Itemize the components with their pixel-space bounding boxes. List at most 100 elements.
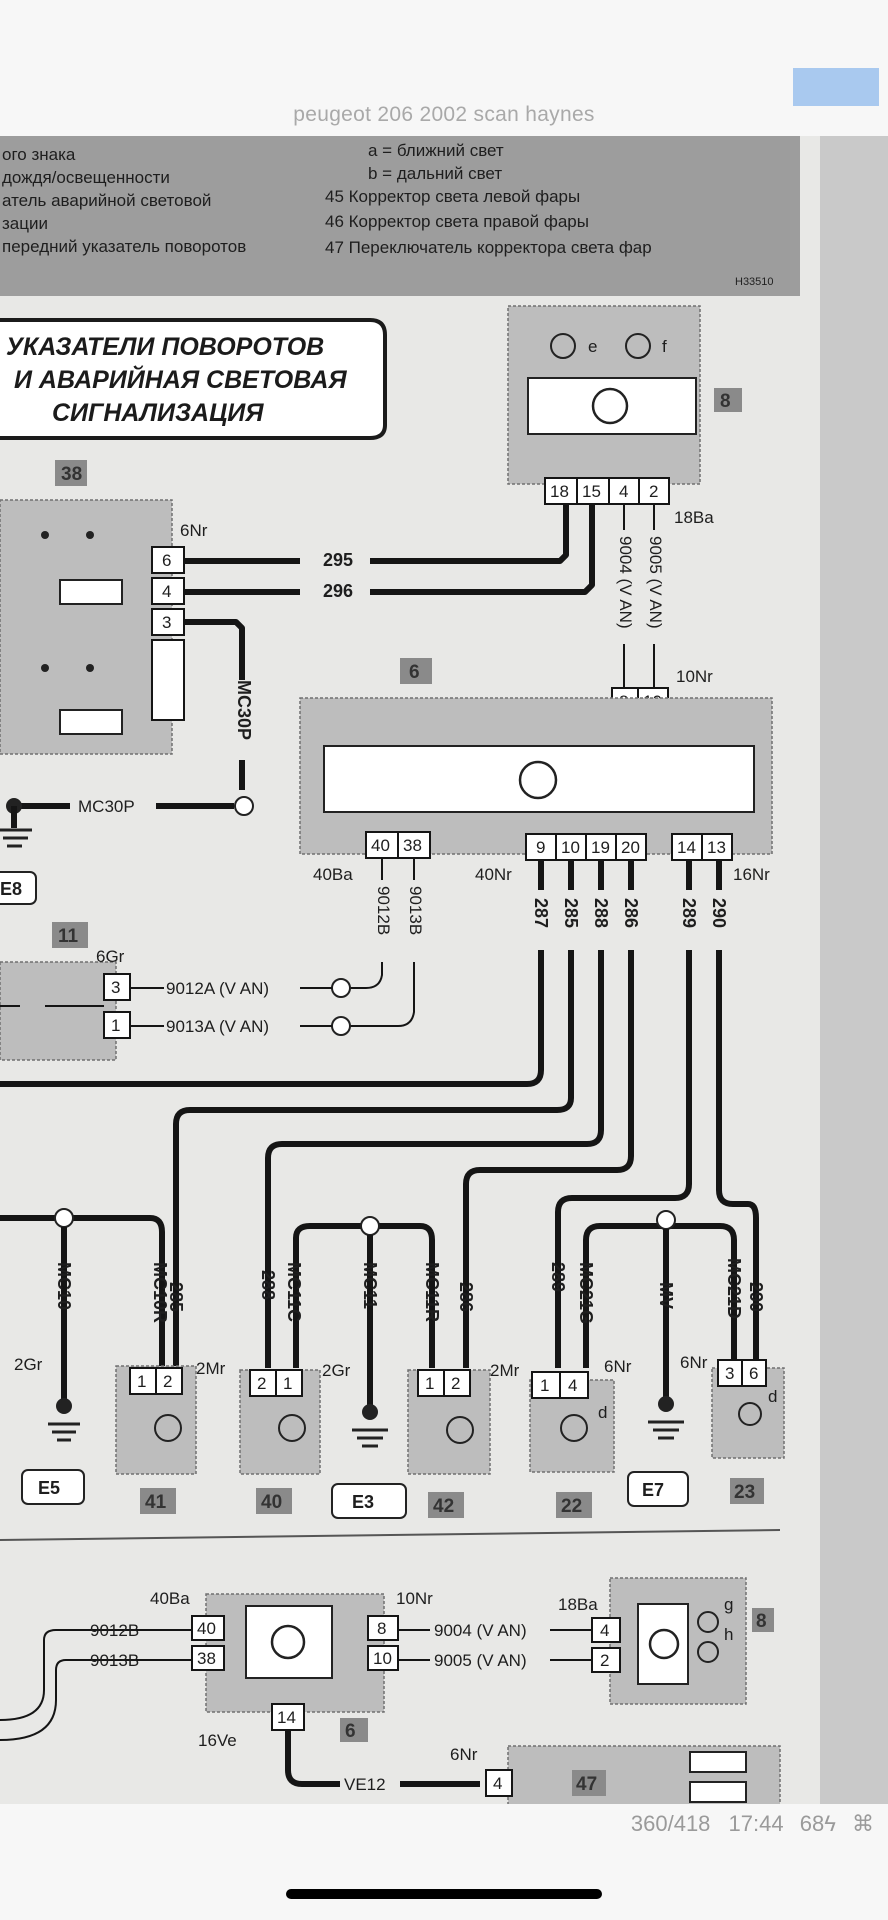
svg-text:2Gr: 2Gr (14, 1355, 43, 1374)
ground-e5-label: E5 (38, 1478, 60, 1498)
svg-text:20: 20 (621, 838, 640, 857)
status-line: 360/418 17:44 68ϟ ⌘ (631, 1811, 874, 1837)
svg-text:285: 285 (166, 1282, 186, 1312)
bulb-e-icon (550, 333, 576, 359)
svg-text:9013B: 9013B (406, 886, 425, 935)
svg-text:8: 8 (756, 1611, 767, 1632)
component-42-label: 42 (433, 1496, 454, 1517)
legend-right-4: 46 Корректор света правой фары (325, 212, 589, 231)
svg-text:38: 38 (403, 836, 422, 855)
lamp-icon-4 (560, 1414, 588, 1442)
svg-text:4: 4 (162, 582, 171, 601)
component-11-label: 11 (58, 926, 79, 947)
svg-text:2Mr: 2Mr (490, 1361, 520, 1380)
svg-text:40Ba: 40Ba (150, 1589, 190, 1608)
svg-text:18Ba: 18Ba (674, 508, 714, 527)
diagram-title-3: СИГНАЛИЗАЦИЯ (52, 399, 264, 427)
component-8-label: 8 (720, 391, 731, 412)
svg-text:288: 288 (591, 898, 611, 928)
svg-text:6Nr: 6Nr (180, 521, 208, 540)
svg-text:40: 40 (197, 1619, 216, 1638)
component-41-label: 41 (145, 1492, 167, 1513)
svg-text:285: 285 (561, 898, 581, 928)
charging-icon: ϟ (824, 1811, 836, 1836)
diagram-title-box (0, 318, 387, 440)
legend-panel (0, 136, 800, 296)
svg-text:MC11C: MC11C (284, 1262, 304, 1322)
svg-text:290: 290 (746, 1282, 766, 1312)
svg-text:288: 288 (258, 1270, 278, 1300)
svg-text:6Nr: 6Nr (604, 1357, 632, 1376)
svg-text:4: 4 (619, 482, 628, 501)
svg-text:2: 2 (163, 1372, 172, 1391)
svg-text:g: g (724, 1595, 733, 1614)
svg-text:14: 14 (277, 1708, 296, 1727)
svg-text:MV: MV (656, 1282, 676, 1309)
lamp-icon (154, 1414, 182, 1442)
svg-text:13: 13 (707, 838, 726, 857)
svg-text:15: 15 (582, 482, 601, 501)
svg-text:h: h (724, 1625, 733, 1644)
svg-text:3: 3 (111, 978, 120, 997)
diagram-title-1: УКАЗАТЕЛИ ПОВОРОТОВ (6, 333, 324, 361)
schematic-photo: ого знака дождя/освещенности атель авари… (0, 136, 888, 1804)
svg-text:1: 1 (540, 1376, 549, 1395)
svg-text:MC30P: MC30P (78, 797, 135, 816)
svg-text:6Nr: 6Nr (450, 1745, 478, 1764)
svg-text:47: 47 (576, 1774, 597, 1795)
legend-right-3: 45 Корректор света левой фары (325, 187, 580, 206)
svg-text:16Nr: 16Nr (733, 865, 770, 884)
diagram-title-2: И АВАРИЙНАЯ СВЕТОВАЯ (14, 364, 347, 394)
svg-text:40: 40 (371, 836, 390, 855)
svg-text:2: 2 (257, 1374, 266, 1393)
legend-right-2: b = дальний свет (368, 164, 502, 183)
svg-text:9012B: 9012B (374, 886, 393, 935)
svg-text:MC21D: MC21D (724, 1258, 744, 1319)
svg-text:9005 (V AN): 9005 (V AN) (434, 1651, 527, 1670)
component-38-label: 38 (61, 464, 82, 485)
svg-text:6Gr: 6Gr (96, 947, 125, 966)
svg-text:MC11: MC11 (360, 1262, 380, 1309)
bulb-f-icon (625, 333, 651, 359)
svg-text:6: 6 (162, 551, 171, 570)
transistor-icon-2 (518, 760, 558, 800)
bottom-toolbar (0, 1804, 888, 1920)
svg-text:MC21G: MC21G (576, 1262, 596, 1324)
component-6-label: 6 (409, 662, 420, 683)
legend-left-5: передний указатель поворотов (2, 237, 246, 256)
svg-text:40Nr: 40Nr (475, 865, 512, 884)
svg-text:289: 289 (548, 1262, 568, 1292)
svg-text:4: 4 (568, 1376, 577, 1395)
ground-e7-label: E7 (642, 1480, 664, 1500)
wiring-diagram: ого знака дождя/освещенности атель авари… (0, 136, 888, 1804)
svg-text:8: 8 (377, 1619, 386, 1638)
svg-text:9012A (V AN): 9012A (V AN) (166, 979, 269, 998)
svg-text:286: 286 (621, 898, 641, 928)
svg-text:14: 14 (677, 838, 696, 857)
svg-text:10Nr: 10Nr (676, 667, 713, 686)
module-6-box (323, 745, 755, 813)
legend-right-5: 47 Переключатель корректора света фар (325, 238, 652, 257)
svg-text:3: 3 (725, 1364, 734, 1383)
svg-text:18: 18 (550, 482, 569, 501)
wire-296-label: 296 (323, 581, 353, 601)
svg-text:1: 1 (137, 1372, 146, 1391)
svg-text:2: 2 (451, 1374, 460, 1393)
svg-text:19: 19 (591, 838, 610, 857)
wire-9004-label: 9004 (V AN) (616, 536, 635, 629)
svg-text:MC11R: MC11R (422, 1262, 442, 1322)
clock: 17:44 (728, 1811, 784, 1836)
wire-295-label: 295 (323, 550, 353, 570)
svg-text:289: 289 (679, 898, 699, 928)
battery-level: 68 (799, 1811, 825, 1836)
wire-9005-label: 9005 (V AN) (646, 536, 665, 629)
svg-text:6Nr: 6Nr (680, 1353, 708, 1372)
lamp-icon-5 (738, 1402, 762, 1426)
ground-e8-label: E8 (0, 879, 22, 899)
component-22-label: 22 (561, 1496, 582, 1517)
svg-text:290: 290 (709, 898, 729, 928)
home-indicator[interactable] (286, 1889, 602, 1899)
ground-e3-label: E3 (352, 1492, 374, 1512)
toolbar-action-button[interactable] (793, 68, 879, 106)
bulb-h-icon (697, 1641, 719, 1663)
